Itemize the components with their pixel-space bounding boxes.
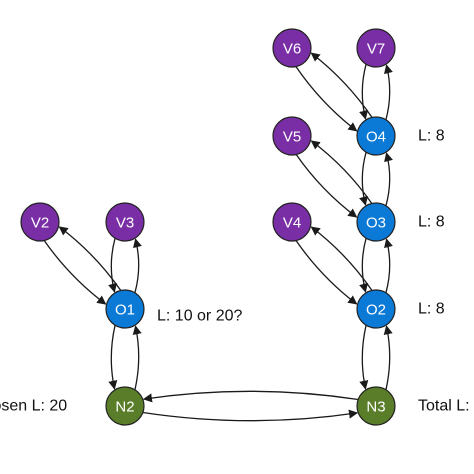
o2-length-label: L: 8: [418, 301, 445, 318]
arrow-o2-to-o3: [384, 238, 393, 293]
arrow-n2-to-n3: [142, 409, 359, 422]
arrow-o4-to-o3: [359, 152, 368, 206]
node-v2: V2: [20, 202, 60, 242]
node-n2-label: N2: [115, 399, 134, 416]
node-o4: O4: [356, 116, 396, 156]
node-v4-label: V4: [283, 215, 301, 232]
node-n2-circle: [105, 386, 145, 426]
arrow-o2-to-n3: [359, 325, 369, 390]
arrow-o1-to-v3: [133, 238, 142, 293]
node-n3: N3: [356, 386, 396, 426]
node-o2: O2: [356, 289, 396, 329]
edges: [43, 52, 393, 422]
node-v2-label: V2: [31, 215, 49, 232]
node-v7-label: V7: [367, 41, 385, 58]
o3-length-label: L: 8: [418, 214, 445, 231]
arrow-o3-to-o2: [359, 238, 368, 293]
arrow-o1-to-n2: [108, 325, 118, 390]
arrow-n2-to-o1: [132, 325, 142, 390]
arrow-v3-to-o1: [108, 238, 117, 293]
n2-chosen-length-label: Chosen L: 20: [0, 398, 67, 415]
node-v6-circle: [272, 28, 312, 68]
node-v3: V3: [105, 202, 145, 242]
node-o3-label: O3: [366, 215, 386, 232]
node-v5: V5: [272, 116, 312, 156]
node-o2-label: O2: [366, 302, 386, 319]
node-v5-label: V5: [283, 129, 301, 146]
o1-length-label: L: 10 or 20?: [157, 308, 243, 325]
node-v3-label: V3: [116, 215, 134, 232]
side-labels: L: 10 or 20? Chosen L: 20 L: 8 L: 8 L: 8…: [0, 128, 474, 415]
node-v3-circle: [105, 202, 145, 242]
node-o2-circle: [356, 289, 396, 329]
node-o1-circle: [105, 289, 145, 329]
nodes: V2 V3 O1 N2 V6 V7 V5 O4: [20, 28, 396, 426]
node-v6-label: V6: [283, 41, 301, 58]
arrow-v4-to-o2: [295, 240, 358, 305]
node-o1-label: O1: [115, 302, 135, 319]
node-o3: O3: [356, 202, 396, 242]
node-n2: N2: [105, 386, 145, 426]
node-v5-circle: [272, 116, 312, 156]
arrow-n3-to-n2: [142, 390, 359, 403]
arrow-v6-to-o4: [295, 66, 358, 132]
node-n3-label: N3: [366, 399, 385, 416]
o4-length-label: L: 8: [418, 128, 445, 145]
node-v6: V6: [272, 28, 312, 68]
node-v7: V7: [356, 28, 396, 68]
n3-total-length-label: Total L: 24: [418, 398, 474, 415]
arrow-v2-to-o1: [43, 240, 107, 305]
arrow-o3-to-o4: [384, 152, 393, 206]
node-o3-circle: [356, 202, 396, 242]
node-n3-circle: [356, 386, 396, 426]
arrow-v5-to-o3: [295, 154, 358, 218]
node-v7-circle: [356, 28, 396, 68]
arrow-v7-to-o4: [359, 64, 368, 120]
node-o1: O1: [105, 289, 145, 329]
arrow-o4-to-v7: [384, 64, 393, 120]
node-o4-circle: [356, 116, 396, 156]
arrow-n3-to-o2: [383, 325, 393, 390]
node-o4-label: O4: [366, 129, 386, 146]
node-v4: V4: [272, 202, 312, 242]
node-v2-circle: [20, 202, 60, 242]
node-v4-circle: [272, 202, 312, 242]
